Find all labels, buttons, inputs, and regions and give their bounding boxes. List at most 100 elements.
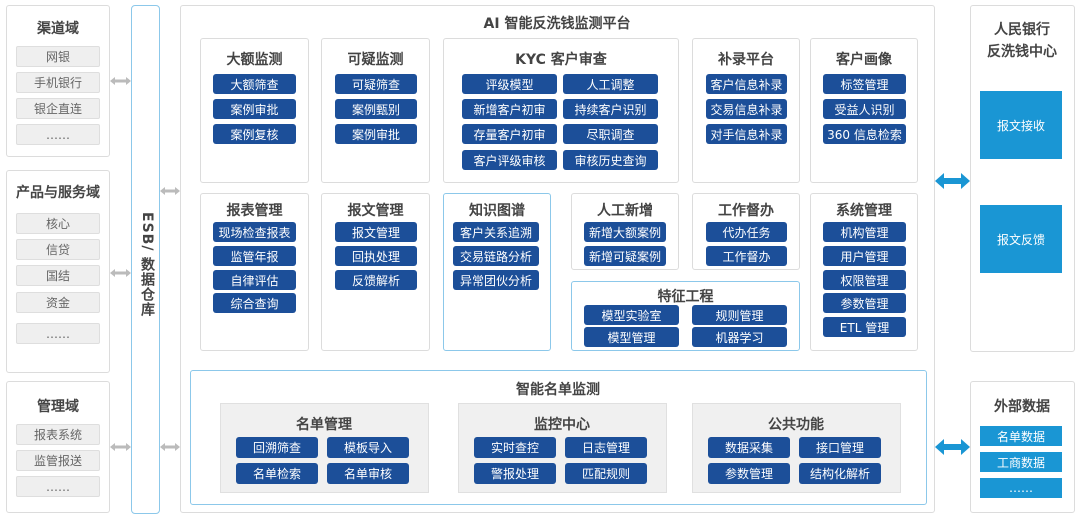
common-group-title: 公共功能 — [768, 417, 824, 433]
message-module-title: 报文管理 — [347, 203, 404, 219]
system-function-button[interactable]: 权限管理 — [823, 270, 906, 290]
monitor-function-button[interactable]: 警报处理 — [474, 463, 556, 484]
report-feedback-block[interactable]: 报文反馈 — [980, 205, 1062, 273]
channel-domain-item: 网银 — [16, 46, 100, 67]
monitor-function-button[interactable]: 日志管理 — [565, 437, 647, 458]
bidirectional-arrow-icon — [160, 443, 180, 451]
bidirectional-arrow-icon — [110, 269, 131, 277]
message-function-button[interactable]: 报文管理 — [335, 222, 417, 242]
kyc-function-button[interactable]: 评级模型 — [462, 74, 557, 94]
management-domain-item: …… — [16, 476, 100, 497]
large-function-button[interactable]: 案例复核 — [213, 124, 296, 144]
supplement-function-button[interactable]: 客户信息补录 — [706, 74, 787, 94]
product-domain-item: 信贷 — [16, 239, 100, 260]
kyc-function-button[interactable]: 人工调整 — [563, 74, 658, 94]
common-function-button[interactable]: 结构化解析 — [799, 463, 881, 484]
supervise-function-button[interactable]: 代办任务 — [706, 222, 787, 242]
product-domain-item: 国结 — [16, 265, 100, 286]
suspicious-function-button[interactable]: 案例审批 — [335, 124, 417, 144]
large-function-button[interactable]: 案例审批 — [213, 99, 296, 119]
list-function-button[interactable]: 名单检索 — [236, 463, 318, 484]
monitor-group-title: 监控中心 — [534, 417, 590, 433]
report-function-button[interactable]: 自律评估 — [213, 270, 296, 290]
channel-domain-item: 手机银行 — [16, 72, 100, 93]
kyc-function-button[interactable]: 审核历史查询 — [563, 150, 658, 170]
channel-domain-item: …… — [16, 124, 100, 145]
external-data-title: 外部数据 — [994, 399, 1050, 415]
list-function-button[interactable]: 名单审核 — [327, 463, 409, 484]
pboc-title-line2: 反洗钱中心 — [987, 44, 1057, 60]
suspicious-module-title: 可疑监测 — [347, 52, 404, 68]
channel-domain-title: 渠道域 — [37, 21, 79, 37]
list-monitor-title: 智能名单监测 — [516, 382, 600, 398]
esb-data-warehouse-bar — [131, 5, 160, 514]
suspicious-function-button[interactable]: 可疑筛查 — [335, 74, 417, 94]
large-module-title: 大额监测 — [226, 52, 283, 68]
common-function-button[interactable]: 数据采集 — [708, 437, 790, 458]
list-function-button[interactable]: 回溯筛查 — [236, 437, 318, 458]
supervise-function-button[interactable]: 工作督办 — [706, 246, 787, 266]
supplement-function-button[interactable]: 对手信息补录 — [706, 124, 787, 144]
management-domain-title: 管理域 — [37, 399, 79, 415]
feature-function-button[interactable]: 模型实验室 — [584, 305, 679, 325]
monitor-function-button[interactable]: 匹配规则 — [565, 463, 647, 484]
product-domain-item: 核心 — [16, 213, 100, 234]
portrait-function-button[interactable]: 360 信息检索 — [823, 124, 906, 144]
portrait-function-button[interactable]: 受益人识别 — [823, 99, 906, 119]
message-function-button[interactable]: 反馈解析 — [335, 270, 417, 290]
manual-function-button[interactable]: 新增可疑案例 — [584, 246, 666, 266]
bidirectional-arrow-icon — [935, 173, 970, 189]
message-function-button[interactable]: 回执处理 — [335, 246, 417, 266]
manual-module-title: 人工新增 — [597, 203, 653, 219]
system-function-button[interactable]: 参数管理 — [823, 293, 906, 313]
feature-module-title: 特征工程 — [657, 289, 714, 305]
system-function-button[interactable]: ETL 管理 — [823, 317, 906, 337]
report-receive-block[interactable]: 报文接收 — [980, 91, 1062, 159]
large-function-button[interactable]: 大额筛查 — [213, 74, 296, 94]
common-function-button[interactable]: 接口管理 — [799, 437, 881, 458]
kyc-function-button[interactable]: 客户评级审核 — [462, 150, 557, 170]
kyc-function-button[interactable]: 存量客户初审 — [462, 124, 557, 144]
product-domain-title: 产品与服务域 — [16, 185, 100, 201]
feature-function-button[interactable]: 规则管理 — [692, 305, 787, 325]
feature-function-button[interactable]: 模型管理 — [584, 327, 679, 347]
kyc-module-title: KYC 客户审查 — [515, 52, 607, 68]
pboc-title-line1: 人民银行 — [994, 22, 1050, 38]
report-function-button[interactable]: 综合查询 — [213, 293, 296, 313]
product-domain-item: …… — [16, 323, 100, 344]
kyc-function-button[interactable]: 尽职调查 — [563, 124, 658, 144]
management-domain-item: 监管报送 — [16, 450, 100, 471]
channel-domain-item: 银企直连 — [16, 98, 100, 119]
report-module-title: 报表管理 — [226, 203, 283, 219]
product-domain-item: 资金 — [16, 292, 100, 313]
bidirectional-arrow-icon — [110, 77, 131, 85]
kyc-function-button[interactable]: 新增客户初审 — [462, 99, 557, 119]
report-function-button[interactable]: 现场检查报表 — [213, 222, 296, 242]
platform-title: AI 智能反洗钱监测平台 — [483, 16, 631, 32]
bidirectional-arrow-icon — [110, 443, 131, 451]
suspicious-function-button[interactable]: 案例甄别 — [335, 99, 417, 119]
portrait-function-button[interactable]: 标签管理 — [823, 74, 906, 94]
monitor-function-button[interactable]: 实时查控 — [474, 437, 556, 458]
manual-function-button[interactable]: 新增大额案例 — [584, 222, 666, 242]
external-data-item[interactable]: …… — [980, 478, 1062, 498]
knowledge-function-button[interactable]: 异常团伙分析 — [453, 270, 539, 290]
system-function-button[interactable]: 用户管理 — [823, 246, 906, 266]
supplement-function-button[interactable]: 交易信息补录 — [706, 99, 787, 119]
bidirectional-arrow-icon — [935, 439, 970, 455]
kyc-function-button[interactable]: 持续客户识别 — [563, 99, 658, 119]
system-function-button[interactable]: 机构管理 — [823, 222, 906, 242]
knowledge-function-button[interactable]: 客户关系追溯 — [453, 222, 539, 242]
external-data-item[interactable]: 名单数据 — [980, 426, 1062, 446]
supplement-module-title: 补录平台 — [718, 52, 774, 68]
list-function-button[interactable]: 模板导入 — [327, 437, 409, 458]
list-group-title: 名单管理 — [296, 417, 352, 433]
common-function-button[interactable]: 参数管理 — [708, 463, 790, 484]
management-domain-item: 报表系统 — [16, 424, 100, 445]
knowledge-function-button[interactable]: 交易链路分析 — [453, 246, 539, 266]
report-function-button[interactable]: 监管年报 — [213, 246, 296, 266]
bidirectional-arrow-icon — [160, 187, 180, 195]
feature-function-button[interactable]: 机器学习 — [692, 327, 787, 347]
external-data-item[interactable]: 工商数据 — [980, 452, 1062, 472]
